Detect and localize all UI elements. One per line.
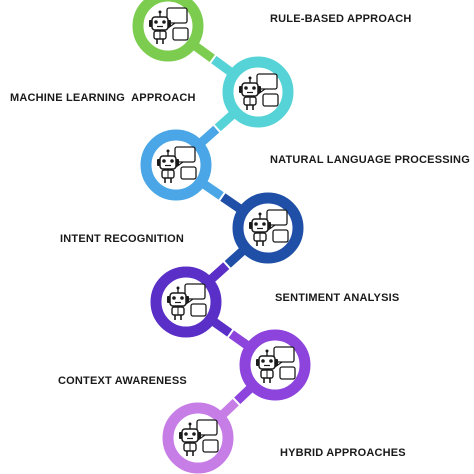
robot-antenna-tip: [166, 149, 170, 153]
robot-ear: [186, 296, 189, 303]
rings: [132, 0, 311, 474]
robot-head-icon: [159, 155, 177, 170]
step-ring-5: [150, 266, 222, 338]
step-label-7: HYBRID APPROACHES: [280, 447, 406, 459]
reply-bubble-icon: [190, 303, 207, 317]
step-label-3: NATURAL LANGUAGE PROCESSING: [270, 154, 470, 166]
step-ring-4: [232, 192, 304, 264]
robot-antenna-tip: [176, 286, 180, 290]
robot-antenna-tip: [265, 349, 269, 353]
robot-ear: [239, 86, 242, 93]
robot-antenna-tip: [158, 10, 162, 14]
chatbot-icon: [239, 73, 279, 110]
step-node-7: [162, 402, 234, 474]
robot-head-icon: [258, 355, 276, 370]
step-label-6: CONTEXT AWARENESS: [58, 375, 187, 387]
step-ring-1: [132, 0, 204, 62]
step-label-1: RULE-BASED APPROACH: [270, 13, 412, 25]
step-ring-3: [140, 129, 212, 201]
connector-gap-6: [231, 396, 242, 407]
reply-bubble-icon: [172, 27, 189, 41]
reply-bubble-icon: [202, 439, 219, 453]
step-ring-6: [239, 329, 311, 401]
speech-bubble-icon: [266, 209, 288, 226]
robot-ear: [168, 20, 171, 27]
step-node-3: [140, 129, 212, 201]
robot-ear: [149, 20, 152, 27]
step-node-1: [132, 0, 204, 62]
robot-eye: [154, 20, 158, 24]
robot-eye: [162, 159, 166, 163]
robot-eye: [254, 222, 258, 226]
step-node-4: [232, 192, 304, 264]
speech-bubble-icon: [174, 146, 196, 163]
robot-eye: [170, 159, 174, 163]
step-label-5: SENTIMENT ANALYSIS: [275, 292, 399, 304]
robot-antenna-tip: [248, 76, 252, 80]
robot-ear: [268, 222, 271, 229]
labels: RULE-BASED APPROACH MACHINE LEARNING APPR…: [10, 13, 470, 459]
robot-eye: [244, 86, 248, 90]
connector-gap-1: [208, 53, 218, 65]
chatbot-icon: [149, 7, 189, 44]
robot-eye: [192, 432, 196, 436]
speech-bubble-icon: [273, 346, 295, 363]
speech-bubble-icon: [184, 283, 206, 300]
robot-head-icon: [151, 16, 169, 31]
reply-bubble-icon: [279, 366, 296, 380]
robot-antenna-tip: [188, 422, 192, 426]
robot-eye: [180, 296, 184, 300]
connector-gap-3: [217, 190, 227, 203]
reply-bubble-icon: [262, 93, 279, 107]
chatbot-icon: [256, 346, 296, 383]
robot-ear: [167, 296, 170, 303]
step-ring-2: [222, 56, 294, 128]
robot-head-icon: [169, 292, 187, 307]
step-node-2: [222, 56, 294, 128]
robot-eye: [172, 296, 176, 300]
robot-ear: [256, 359, 259, 366]
reply-bubble-icon: [272, 229, 289, 243]
robot-head-icon: [181, 428, 199, 443]
robot-ear: [249, 222, 252, 229]
robot-ear: [198, 432, 201, 439]
step-label-4: INTENT RECOGNITION: [60, 233, 184, 245]
robot-ear: [179, 432, 182, 439]
step-node-5: [150, 266, 222, 338]
robot-ear: [275, 359, 278, 366]
robot-eye: [252, 86, 256, 90]
connector-gap-5: [226, 328, 235, 339]
speech-bubble-icon: [196, 419, 218, 436]
robot-eye: [184, 432, 188, 436]
chatbot-icon: [167, 283, 207, 320]
connector-gap-4: [222, 259, 232, 271]
robot-eye: [261, 359, 265, 363]
chatbot-icon: [249, 209, 289, 246]
robot-eye: [262, 222, 266, 226]
robot-antenna-tip: [258, 212, 262, 216]
speech-bubble-icon: [166, 7, 188, 24]
chatbot-icon: [157, 146, 197, 183]
robot-head-icon: [251, 218, 269, 233]
connector-gap-2: [212, 123, 222, 134]
robot-eye: [269, 359, 273, 363]
chatbot-icon: [179, 419, 219, 456]
robot-ear: [157, 159, 160, 166]
reply-bubble-icon: [180, 166, 197, 180]
robot-head-icon: [241, 82, 259, 97]
robot-ear: [258, 86, 261, 93]
robot-ear: [176, 159, 179, 166]
speech-bubble-icon: [256, 73, 278, 90]
robot-eye: [162, 20, 166, 24]
step-node-6: [239, 329, 311, 401]
step-label-2: MACHINE LEARNING APPROACH: [10, 92, 196, 104]
step-ring-7: [162, 402, 234, 474]
